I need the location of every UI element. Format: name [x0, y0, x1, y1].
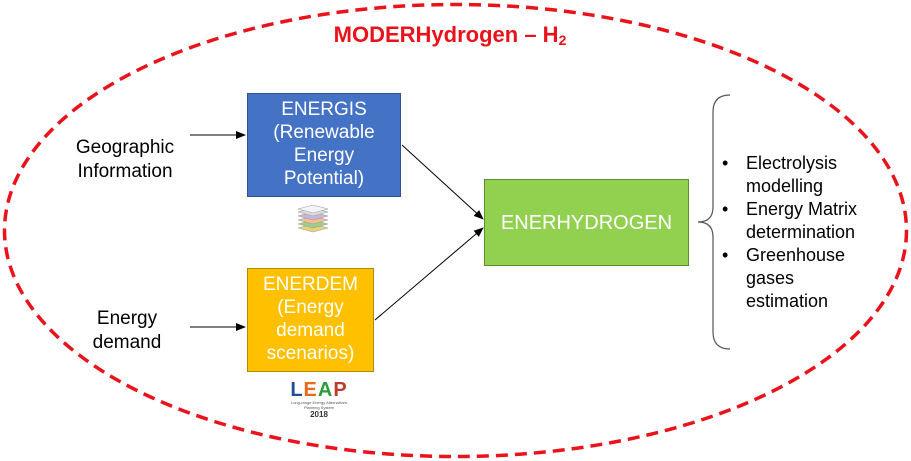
bullet-icon: •: [722, 199, 729, 220]
enerdem-line3: demand: [276, 320, 345, 341]
bullet-icon: •: [722, 153, 729, 173]
output-item-3-line2: gases: [746, 268, 795, 289]
output-item-1-line2: modelling: [746, 176, 824, 197]
enerdem-line2: (Energy: [277, 297, 344, 319]
leap-logo-letter: A: [317, 379, 334, 401]
list-item: • Greenhouse gases estimation: [722, 244, 907, 313]
layers-stack-icon: [297, 204, 329, 233]
output-item-1-line1: Electrolysis: [746, 153, 838, 173]
list-item: • Energy Matrix determination: [722, 198, 907, 244]
input-geographic-line2: Information: [77, 160, 173, 182]
leap-logo-tagline: Long-range Energy Alternatives Planning …: [290, 400, 348, 410]
enerhydrogen-label: ENERHYDROGEN: [500, 211, 673, 234]
leap-logo-year: 2018: [310, 410, 328, 419]
input-geographic-line1: Geographic: [75, 137, 175, 158]
enerdem-box: ENERDEM (Energy demand scenarios): [247, 268, 374, 372]
leap-logo-letter: E: [303, 379, 318, 401]
energis-line3: Energy: [293, 145, 355, 166]
energis-line2: (Renewable: [273, 122, 375, 144]
arrow-enerdem-to-enerhydrogen: [374, 227, 484, 321]
energis-line1: ENERGIS: [281, 99, 367, 121]
input-energy-demand: Energy demand: [72, 307, 182, 355]
title-subscript: 2: [558, 32, 567, 48]
input-geographic-information: Geographic Information: [60, 136, 190, 184]
energis-box: ENERGIS (Renewable Energy Potential): [247, 93, 401, 197]
output-item-2-line1: Energy Matrix: [746, 199, 858, 220]
leap-logo-letter: L: [290, 379, 304, 401]
leap-logo-letter: P: [333, 379, 348, 401]
energis-line4: Potential): [283, 167, 365, 189]
output-item-3-line1: Greenhouse: [746, 245, 846, 266]
enerhydrogen-box: ENERHYDROGEN: [484, 179, 689, 266]
arrow-energis-to-enerhydrogen: [401, 144, 484, 220]
output-item-3-line3: estimation: [746, 291, 829, 312]
list-item: • Electrolysis modelling: [722, 152, 907, 198]
bullet-icon: •: [722, 245, 729, 266]
enerdem-line4: scenarios): [266, 342, 355, 364]
leap-logo-word: LEAP: [288, 380, 350, 400]
enerdem-line1: ENERDEM: [262, 274, 358, 296]
input-demand-line2: demand: [92, 331, 162, 353]
output-brace: [697, 94, 731, 350]
output-list: • Electrolysis modelling • Energy Matrix…: [722, 152, 907, 313]
input-demand-line1: Energy: [96, 308, 158, 329]
leap-logo: LEAP Long-range Energy Alternatives Plan…: [288, 380, 350, 419]
title-text: MODERHydrogen – H: [333, 22, 559, 47]
output-item-2-line2: determination: [746, 222, 856, 243]
diagram-title: MODERHydrogen – H2: [300, 22, 600, 48]
